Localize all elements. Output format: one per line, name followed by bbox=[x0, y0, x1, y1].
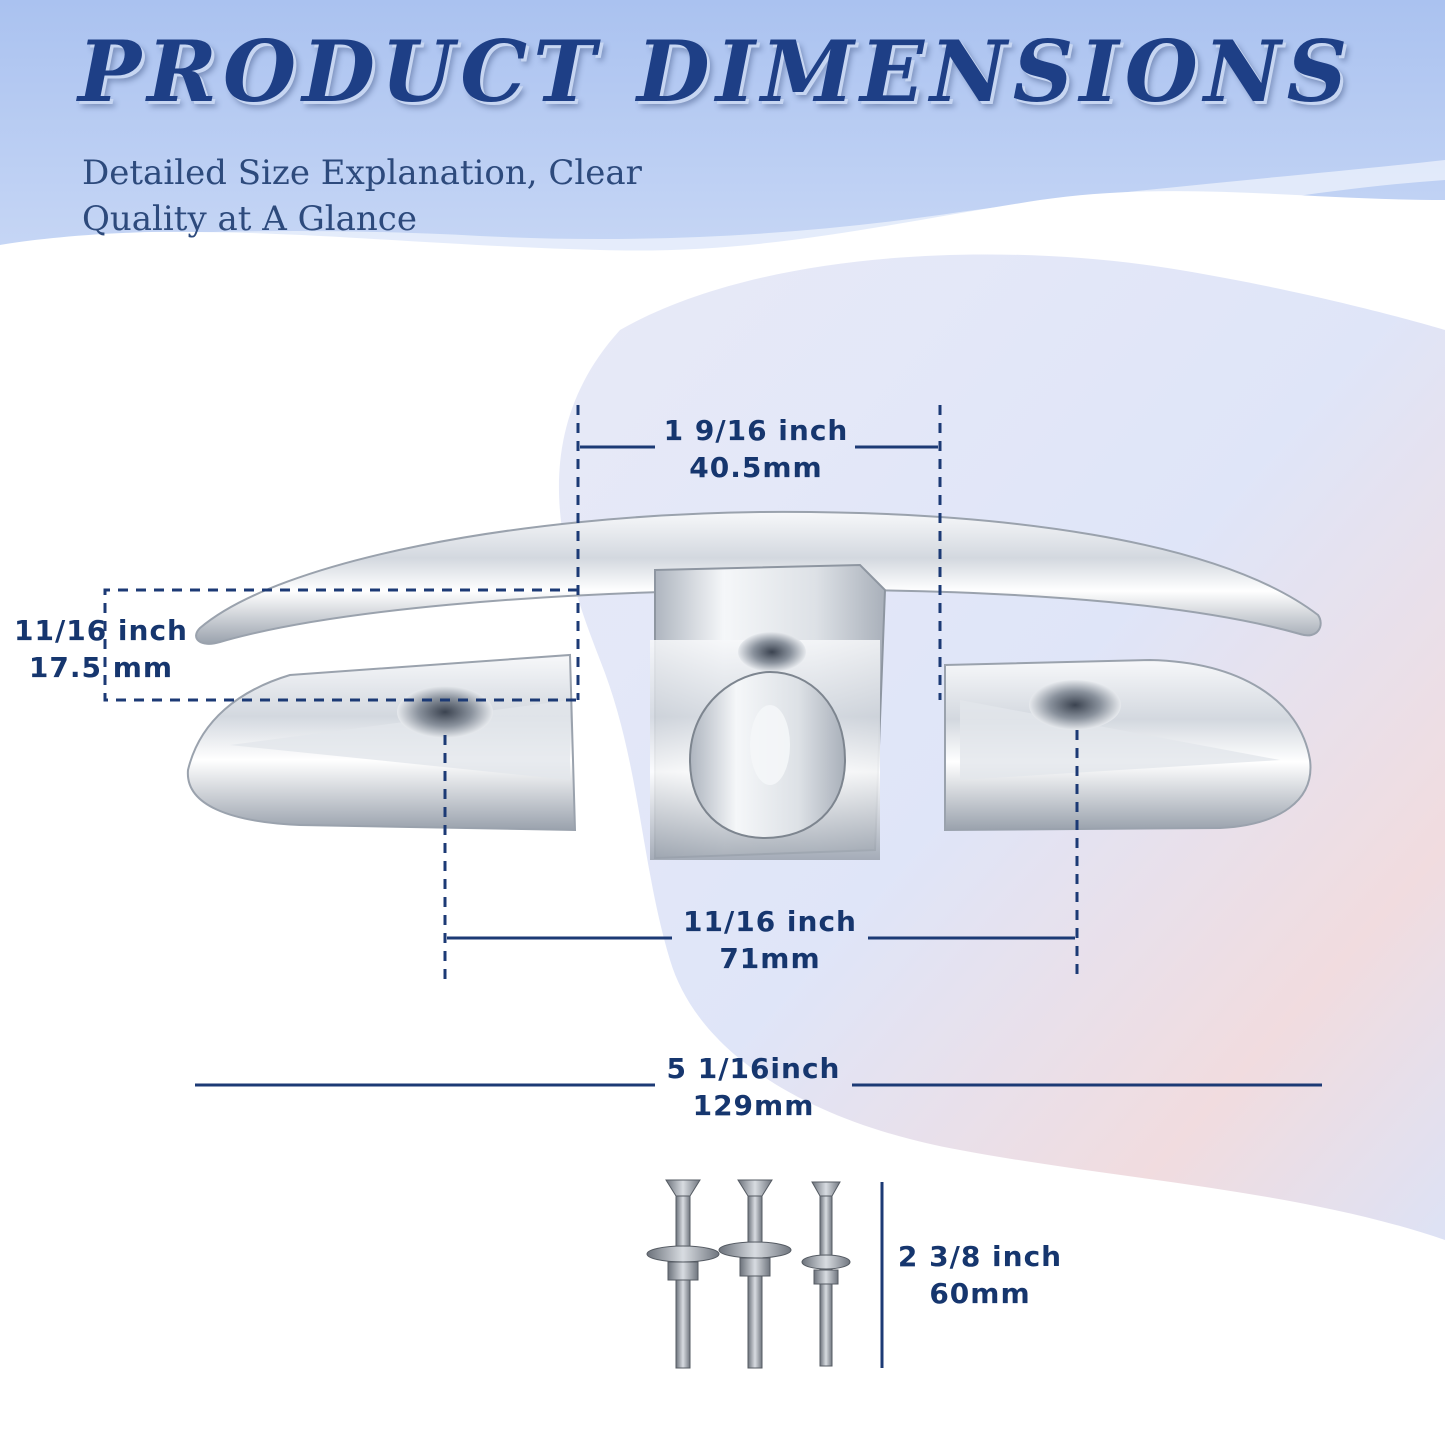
screw-2 bbox=[718, 1179, 792, 1369]
side-height-metric: 17.5 mm bbox=[28, 651, 174, 684]
subtitle-line-2: Quality at A Glance bbox=[82, 199, 417, 239]
hole-spacing-label: 11/16 inch 71mm bbox=[672, 903, 868, 977]
top-width-imperial: 1 9/16 inch bbox=[663, 414, 849, 447]
overall-length-metric: 129mm bbox=[692, 1089, 815, 1122]
top-wave bbox=[0, 0, 1445, 251]
page-title: PRODUCT DIMENSIONS bbox=[78, 22, 1354, 121]
screw-length-label: 2 3/8 inch 60mm bbox=[895, 1238, 1065, 1312]
overall-length-imperial: 5 1/16inch bbox=[666, 1052, 841, 1085]
screw-1 bbox=[646, 1179, 720, 1369]
screw-length-imperial: 2 3/8 inch bbox=[897, 1240, 1063, 1273]
side-height-label: 11/16 inch 17.5 mm bbox=[6, 612, 196, 686]
page-subtitle: Detailed Size Explanation, Clear Quality… bbox=[82, 150, 682, 242]
top-width-metric: 40.5mm bbox=[689, 451, 823, 484]
subtitle-line-1: Detailed Size Explanation, Clear bbox=[82, 153, 642, 193]
boat-cleat-icon bbox=[186, 510, 1322, 860]
overall-length-label: 5 1/16inch 129mm bbox=[655, 1050, 852, 1124]
right-wave bbox=[0, 160, 1445, 270]
dimension-lines bbox=[103, 405, 1322, 1368]
hole-spacing-metric: 71mm bbox=[719, 942, 821, 975]
cleat-right-hole bbox=[1029, 680, 1121, 730]
cleat-left-hole bbox=[397, 686, 493, 738]
side-height-imperial: 11/16 inch bbox=[14, 614, 188, 647]
screw-length-metric: 60mm bbox=[929, 1277, 1031, 1310]
screw-set-icon bbox=[646, 1179, 851, 1369]
cleat-center-hole bbox=[738, 632, 806, 672]
hole-spacing-imperial: 11/16 inch bbox=[683, 905, 857, 938]
side-height-bracket bbox=[103, 588, 578, 702]
screw-3 bbox=[801, 1181, 851, 1367]
top-width-label: 1 9/16 inch 40.5mm bbox=[656, 412, 856, 486]
